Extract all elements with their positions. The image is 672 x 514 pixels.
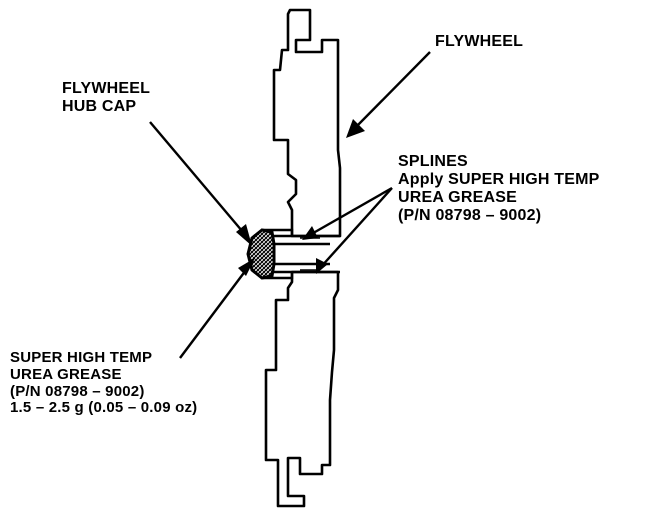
hub-cap-label: FLYWHEEL HUB CAP [62,80,150,116]
hub-bore [262,228,340,280]
leader-lines [149,51,431,359]
flywheel-label: FLYWHEEL [435,33,523,51]
hub-cap [246,228,276,280]
splines-label-line3: UREA GREASE [398,188,517,206]
flywheel-upper-section [272,8,342,238]
splines-label-line2: Apply SUPER HIGH TEMP [398,170,600,188]
grease-label-line2: UREA GREASE [10,365,122,383]
hub-cap-label-line1: FLYWHEEL [62,80,151,97]
grease-label-line4: 1.5 – 2.5 g (0.05 – 0.09 oz) [10,399,198,417]
flywheel-lower-section [264,270,340,508]
splines-label: SPLINES Apply SUPER HIGH TEMP UREA GREAS… [398,153,600,225]
flywheel-label-text: FLYWHEEL [435,33,524,50]
hub-cap-label-line2: HUB CAP [62,97,137,115]
lower-notch-detail [288,457,301,474]
grease-label-line3: (P/N 08798 – 9002) [10,382,145,400]
grease-label-line1: SUPER HIGH TEMP [10,349,153,366]
splines-label-line1: SPLINES [398,153,468,170]
upper-notch-detail [295,40,322,53]
splines-label-line4: (P/N 08798 – 9002) [398,206,542,224]
arrowheads [236,119,365,276]
grease-label: SUPER HIGH TEMP UREA GREASE (P/N 08798 –… [10,349,198,417]
